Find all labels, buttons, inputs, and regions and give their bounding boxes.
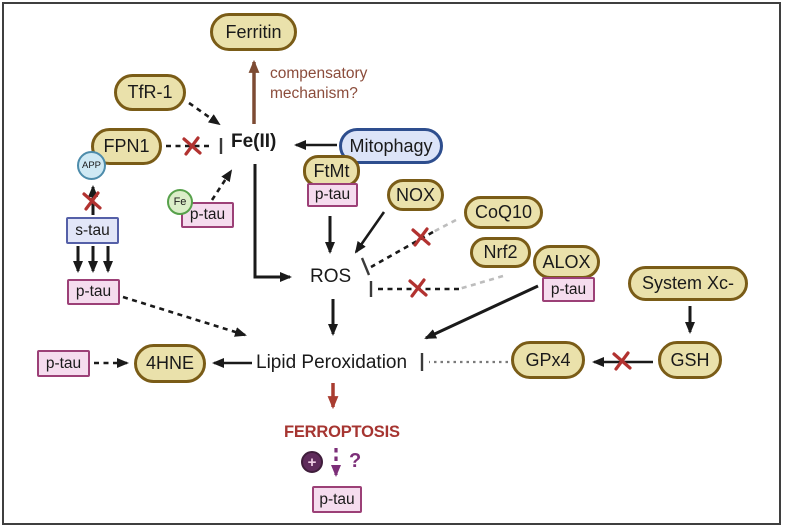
node-fe-ion-label: Fe bbox=[173, 196, 187, 208]
plus-badge: + bbox=[301, 451, 323, 473]
node-ptau-left: p-tau bbox=[67, 279, 120, 305]
xmark-nrf2-ros bbox=[408, 278, 428, 298]
node-4hne-label: 4HNE bbox=[145, 353, 194, 373]
node-mitophagy-label: Mitophagy bbox=[349, 135, 433, 156]
node-fe-ion: Fe bbox=[167, 189, 193, 215]
inhibit-coq10-ros-grayend bbox=[432, 218, 457, 234]
node-4hne: 4HNE bbox=[134, 344, 206, 383]
node-nox-label: NOX bbox=[395, 184, 435, 205]
node-system-xc: System Xc- bbox=[628, 266, 748, 301]
label-compensatory-mechanism: compensatory mechanism? bbox=[270, 64, 367, 104]
arrow-nox-to-ros bbox=[354, 211, 386, 254]
node-app: APP bbox=[77, 151, 106, 180]
node-mitophagy: Mitophagy bbox=[339, 128, 443, 164]
node-app-label: APP bbox=[81, 160, 101, 171]
node-ptau-label: p-tau bbox=[319, 490, 355, 508]
node-ptau-ftmt: p-tau bbox=[307, 183, 358, 207]
figure-border bbox=[2, 2, 781, 525]
arrow-tfr1-to-fe2 bbox=[188, 101, 221, 126]
node-tfr1-label: TfR-1 bbox=[127, 82, 173, 102]
node-coq10: CoQ10 bbox=[464, 196, 543, 229]
label-fe2: Fe(II) bbox=[231, 131, 277, 152]
label-ferroptosis: FERROPTOSIS bbox=[284, 423, 400, 441]
arrow-ptau-fe-to-fe2 bbox=[210, 169, 233, 201]
node-stau-label: s-tau bbox=[75, 221, 110, 239]
label-compensatory-line2: mechanism? bbox=[270, 85, 358, 102]
node-coq10-label: CoQ10 bbox=[474, 202, 533, 222]
node-ptau-label: p-tau bbox=[75, 283, 112, 300]
label-lipid-peroxidation: Lipid Peroxidation bbox=[256, 352, 408, 373]
node-fpn1-label: FPN1 bbox=[103, 136, 150, 156]
node-ftmt: FtMt bbox=[303, 155, 360, 187]
node-gpx4-label: GPx4 bbox=[525, 349, 571, 370]
arrow-ptau-to-lipid bbox=[122, 295, 247, 337]
node-nox: NOX bbox=[387, 179, 444, 211]
node-ferritin-label: Ferritin bbox=[225, 21, 282, 42]
node-ptau-label: p-tau bbox=[45, 354, 82, 372]
node-ptau-final: p-tau bbox=[312, 486, 362, 513]
node-gsh: GSH bbox=[658, 341, 722, 379]
node-nrf2: Nrf2 bbox=[470, 237, 531, 268]
node-stau: s-tau bbox=[66, 217, 119, 244]
node-system-xc-label: System Xc- bbox=[641, 273, 734, 293]
node-tfr1: TfR-1 bbox=[114, 74, 186, 111]
node-nrf2-label: Nrf2 bbox=[483, 242, 518, 262]
node-ptau-label: p-tau bbox=[189, 206, 226, 223]
arrow-fe2-to-ros bbox=[253, 164, 292, 282]
plus-sign: + bbox=[307, 453, 317, 471]
node-ptau-4hne: p-tau bbox=[37, 350, 90, 377]
node-gsh-label: GSH bbox=[670, 349, 710, 370]
node-fpn1: FPN1 bbox=[91, 128, 162, 165]
node-ptau-label: p-tau bbox=[314, 186, 351, 203]
tbar-coq10-ros bbox=[360, 257, 371, 276]
node-gpx4: GPx4 bbox=[511, 341, 585, 379]
label-ros: ROS bbox=[310, 266, 352, 287]
node-alox-label: ALOX bbox=[542, 251, 591, 272]
label-compensatory-line1: compensatory bbox=[270, 65, 368, 82]
xmark-coq10-ros bbox=[411, 227, 431, 247]
node-ptau-alox: p-tau bbox=[542, 277, 595, 302]
node-alox: ALOX bbox=[533, 245, 600, 279]
node-ptau-label: p-tau bbox=[550, 280, 587, 298]
arrow-alox-to-lipid bbox=[424, 284, 539, 340]
inhibit-nrf2-ros-grayend bbox=[458, 274, 504, 291]
node-ferritin: Ferritin bbox=[210, 13, 297, 51]
node-ftmt-label: FtMt bbox=[313, 160, 350, 181]
label-question-mark: ? bbox=[349, 450, 362, 472]
